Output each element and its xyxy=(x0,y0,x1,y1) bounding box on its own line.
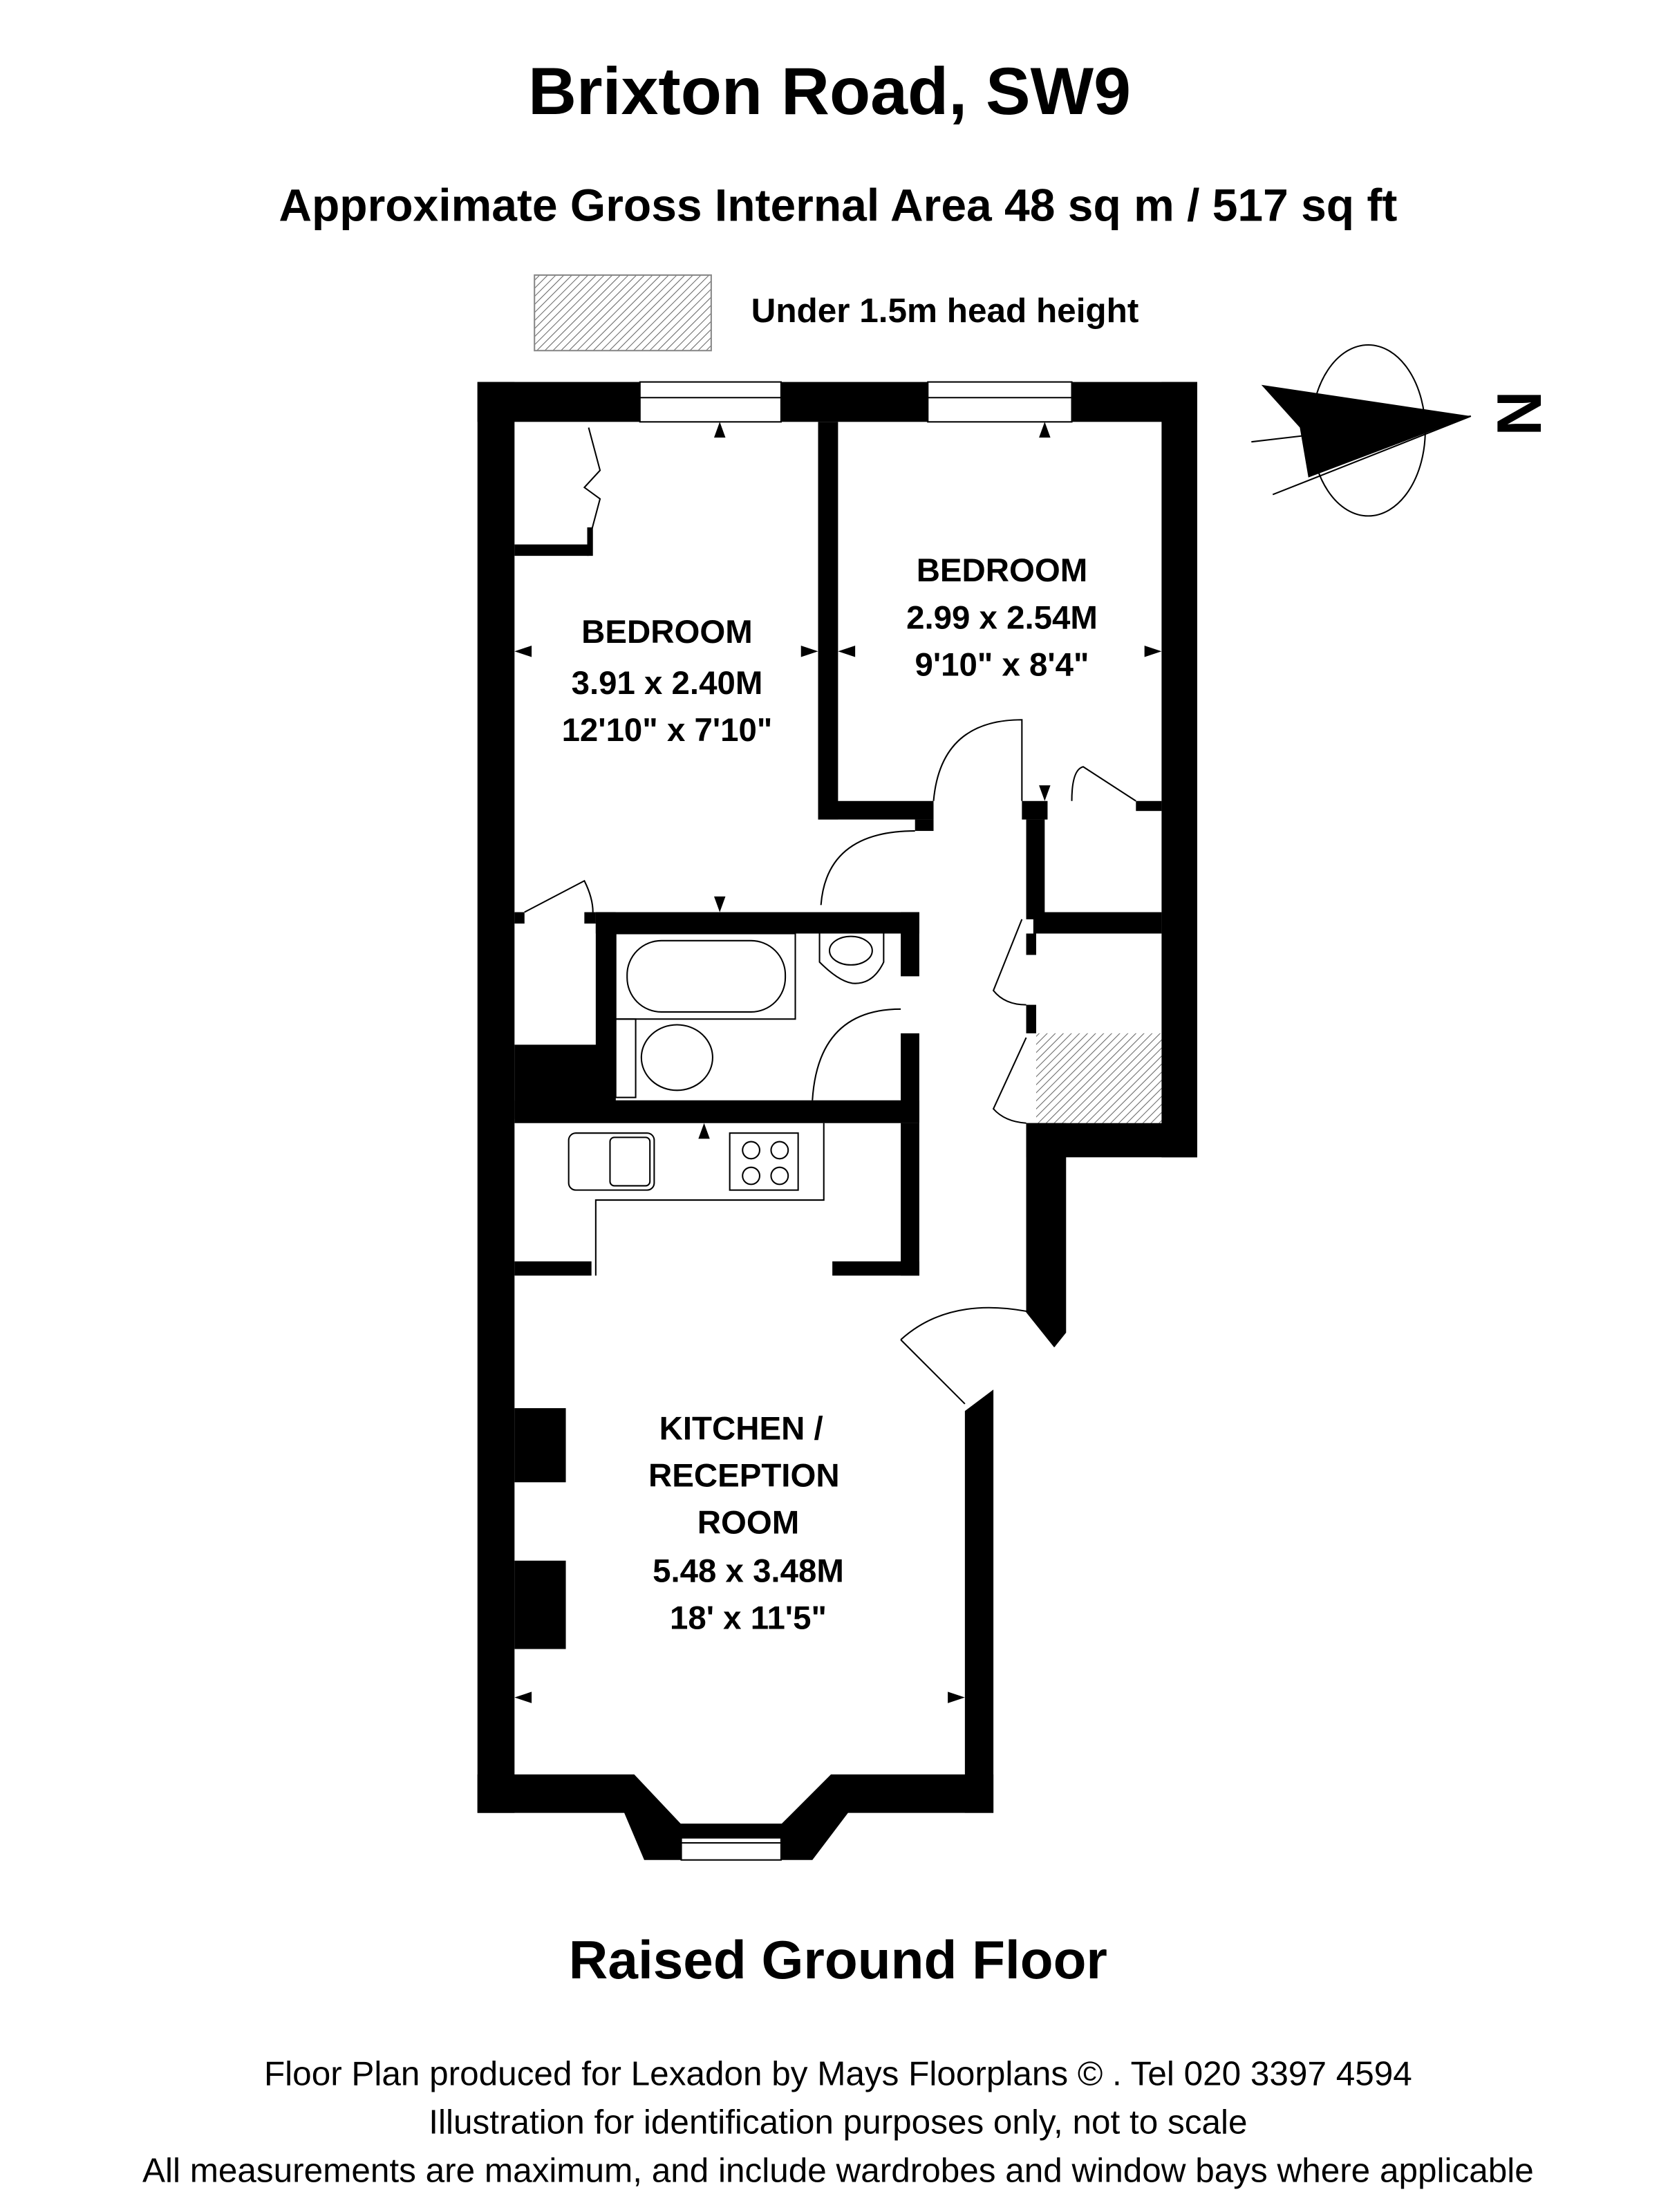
svg-text:ROOM: ROOM xyxy=(697,1505,799,1541)
footer-line-1: Floor Plan produced for Lexadon by Mays … xyxy=(264,2054,1412,2092)
walls xyxy=(477,382,1197,1860)
svg-text:9'10" x 8'4": 9'10" x 8'4" xyxy=(915,646,1089,683)
footer-line-2: Illustration for identification purposes… xyxy=(429,2103,1247,2141)
room-label-bedroom-1: BEDROOM 3.91 x 2.40M 12'10" x 7'10" xyxy=(562,614,773,749)
bathroom-fixtures xyxy=(615,932,885,1098)
room-label-bedroom-2: BEDROOM 2.99 x 2.54M 9'10" x 8'4" xyxy=(906,552,1098,683)
svg-text:2.99 x 2.54M: 2.99 x 2.54M xyxy=(906,599,1098,636)
floor-label: Raised Ground Floor xyxy=(569,1929,1107,1990)
compass-icon: N xyxy=(1251,344,1555,517)
hatch-legend-label: Under 1.5m head height xyxy=(751,292,1139,330)
svg-text:12'10" x 7'10": 12'10" x 7'10" xyxy=(562,712,773,749)
svg-text:5.48 x 3.48M: 5.48 x 3.48M xyxy=(653,1553,844,1590)
low-head-height-area xyxy=(1035,1033,1162,1123)
kitchen-fixtures xyxy=(568,1123,825,1276)
svg-text:KITCHEN /: KITCHEN / xyxy=(659,1410,823,1447)
north-label: N xyxy=(1485,391,1555,436)
footer-line-3: All measurements are maximum, and includ… xyxy=(142,2152,1534,2190)
hatch-legend-swatch xyxy=(534,274,712,352)
windows xyxy=(639,381,1073,1861)
svg-text:RECEPTION: RECEPTION xyxy=(648,1458,840,1494)
svg-text:3.91 x 2.40M: 3.91 x 2.40M xyxy=(572,665,763,702)
door-swings xyxy=(524,427,1136,1405)
room-label-kitchen-reception: KITCHEN / RECEPTION ROOM 5.48 x 3.48M 18… xyxy=(648,1410,844,1636)
svg-text:18' x 11'5": 18' x 11'5" xyxy=(670,1600,827,1637)
svg-text:BEDROOM: BEDROOM xyxy=(917,552,1088,589)
page-title: Brixton Road, SW9 xyxy=(528,53,1131,129)
svg-text:BEDROOM: BEDROOM xyxy=(581,614,753,650)
area-summary: Approximate Gross Internal Area 48 sq m … xyxy=(279,180,1397,231)
dimension-arrows xyxy=(514,422,1162,1703)
